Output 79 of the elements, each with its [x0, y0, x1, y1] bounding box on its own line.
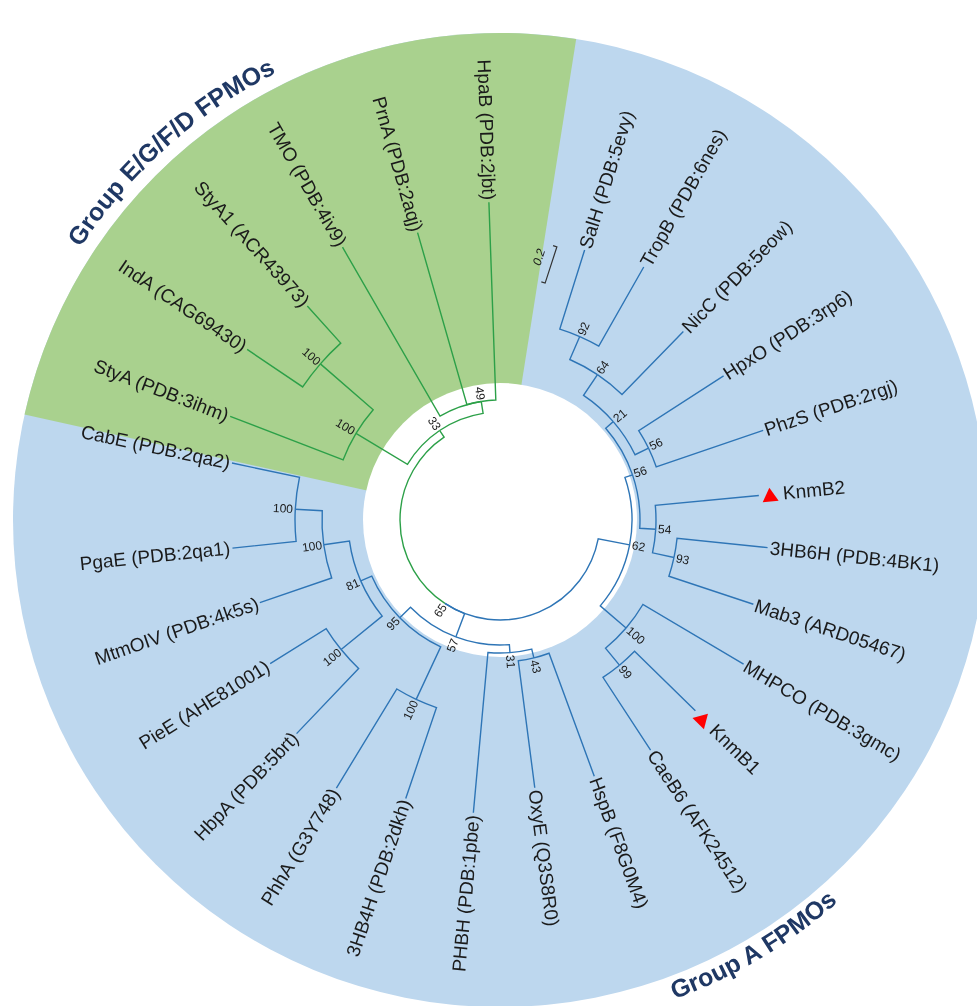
branch-line [638, 375, 725, 449]
branch-line [399, 429, 446, 605]
branch-line [668, 556, 755, 605]
branch-line [444, 602, 466, 638]
scale-label: 0.2 [528, 246, 550, 268]
branch-line [654, 494, 760, 530]
bootstrap-value: 64 [593, 358, 611, 377]
bootstrap-value: 54 [657, 523, 672, 537]
branch-line [355, 429, 441, 466]
bootstrap-value: 33 [426, 414, 444, 433]
taxon-label: OxyE (Q3S8R0) [525, 788, 563, 928]
branch-line [533, 652, 595, 777]
branch-line [604, 627, 627, 666]
bootstrap-value: 62 [630, 539, 646, 554]
branch-line [651, 528, 675, 559]
branch-line [599, 544, 631, 629]
branch-line [602, 664, 652, 751]
branch-line [229, 415, 357, 461]
branch-line [624, 474, 634, 546]
branch-line [455, 636, 511, 654]
branch-line [612, 420, 650, 456]
branch-line [517, 657, 536, 789]
branch-line [559, 249, 586, 338]
branch-line [596, 330, 685, 396]
bootstrap-value: 100 [401, 698, 421, 722]
bootstrap-value: 65 [431, 601, 449, 620]
branch-line [323, 540, 362, 582]
branch-line [509, 648, 535, 659]
taxon-label: PgaE (PDB:2qa1) [79, 538, 232, 574]
bootstrap-value: 49 [472, 385, 487, 401]
branch-line [231, 462, 301, 510]
branch-line [259, 544, 333, 604]
bootstrap-value: 100 [320, 646, 344, 669]
bootstrap-value: 81 [344, 576, 362, 593]
branch-line [569, 335, 599, 376]
bootstrap-value: 57 [444, 636, 461, 654]
bootstrap-value: 100 [301, 539, 323, 554]
taxon-label: KnmB2 [781, 477, 846, 503]
taxon-label: 3HB6H (PDB:4BK1) [768, 538, 940, 575]
bootstrap-value: 100 [334, 417, 358, 438]
bootstrap-value: 93 [674, 552, 691, 567]
branch-line [360, 575, 401, 619]
branch-line [269, 627, 342, 665]
bootstrap-value: 95 [384, 614, 403, 633]
bootstrap-value: 43 [528, 658, 544, 675]
branch-line [306, 305, 342, 365]
branch-line [295, 648, 360, 735]
branch-line [472, 651, 511, 814]
bootstrap-value: 99 [616, 662, 634, 681]
branch-line [618, 650, 697, 712]
branch-line [631, 474, 657, 530]
bootstrap-value: 56 [647, 436, 665, 453]
branch-line [399, 617, 442, 701]
branch-line [246, 348, 322, 388]
branch-line [340, 580, 383, 651]
branch-line [405, 698, 438, 800]
bootstrap-value: 56 [632, 464, 649, 480]
branch-line [625, 603, 745, 665]
branch-line [605, 420, 634, 476]
branch-line [319, 363, 374, 435]
taxon-label: HpaB (PDB:2jbt) [474, 59, 499, 201]
branch-line [647, 429, 764, 468]
branch-line [231, 508, 297, 549]
bootstrap-value: 21 [610, 407, 629, 425]
branch-line [480, 201, 497, 403]
branch-line [416, 231, 482, 406]
bootstrap-value: 100 [272, 502, 294, 516]
branch-line [294, 508, 325, 546]
branch-line [579, 266, 645, 347]
branch-line [582, 373, 614, 423]
branch-line [438, 400, 484, 432]
bootstrap-value: 100 [299, 344, 323, 368]
branch-line [335, 688, 417, 789]
bootstrap-value: 92 [575, 320, 592, 338]
taxon-label: PHBH (PDB:1pbe) [449, 813, 483, 973]
bootstrap-value: 31 [504, 654, 518, 669]
branch-line [673, 537, 769, 559]
bootstrap-value: 100 [623, 624, 647, 647]
branch-line [399, 606, 457, 638]
